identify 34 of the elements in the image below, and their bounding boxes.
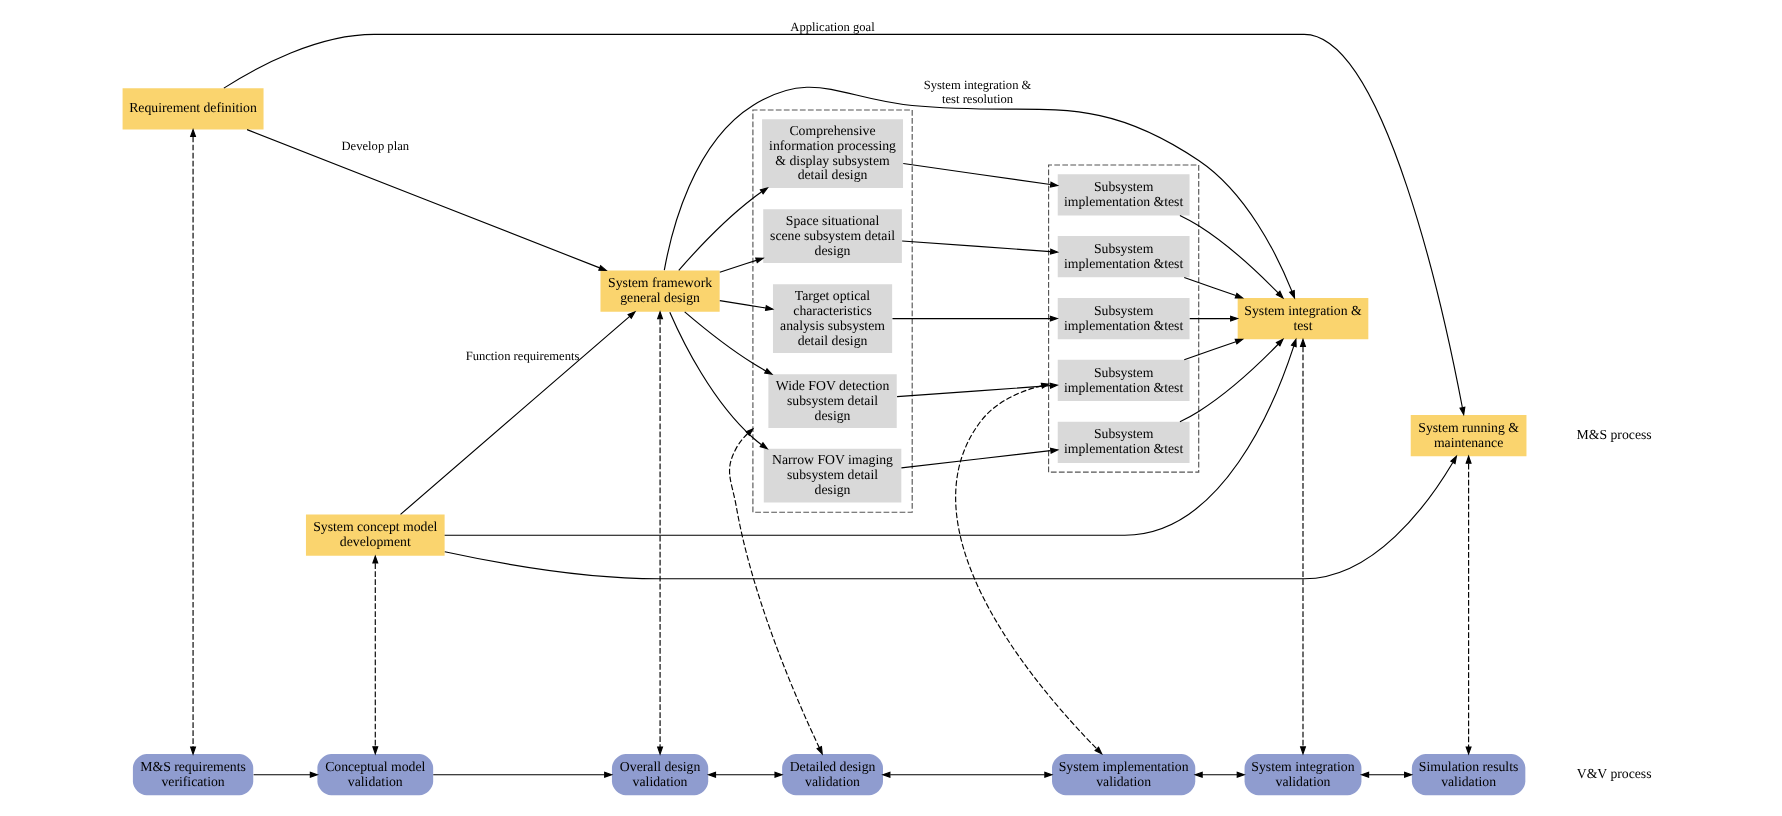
arrow: [189, 127, 197, 756]
arrow: [1179, 338, 1285, 423]
arrow: [1183, 276, 1245, 299]
arrow: [706, 771, 784, 778]
arrow: [372, 554, 379, 756]
arrow: [444, 337, 1297, 536]
arrow: [246, 129, 608, 272]
arrow: [900, 447, 1060, 469]
arrow: [1299, 337, 1307, 756]
arrow: [891, 315, 1059, 322]
arrow: [432, 771, 614, 778]
arrow: [684, 311, 774, 375]
arrow: [902, 162, 1060, 188]
arrow: [719, 257, 765, 273]
arrow: [901, 240, 1060, 255]
arrow: [1465, 454, 1472, 756]
arrow: [1193, 771, 1246, 778]
arrow: [881, 771, 1054, 778]
arrow: [253, 771, 319, 778]
arrow: [669, 311, 769, 450]
arrow: [399, 310, 637, 515]
arrow: [1360, 771, 1414, 778]
arrow: [223, 33, 1466, 417]
arrow: [729, 427, 823, 756]
arrow: [444, 454, 1458, 580]
arrow: [1179, 214, 1285, 300]
arrow: [955, 382, 1103, 755]
arrow: [896, 382, 1059, 398]
arrow: [663, 86, 1296, 300]
arrow: [1189, 315, 1240, 322]
arrow: [1183, 338, 1245, 361]
arrow: [678, 187, 769, 271]
arrow: [656, 310, 664, 756]
arrow: [719, 300, 775, 312]
